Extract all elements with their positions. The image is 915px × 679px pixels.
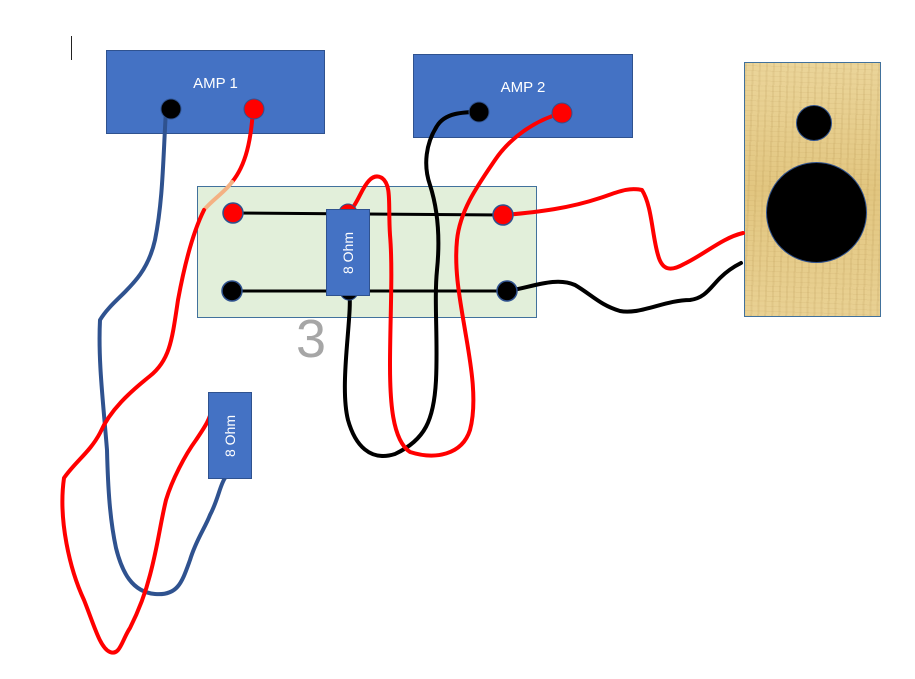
amp1-positive-wire-faded (202, 180, 234, 212)
loose-resistor: 8 Ohm (208, 392, 252, 479)
amp-1-label: AMP 1 (193, 75, 238, 92)
board-terminal-top-right (492, 204, 514, 226)
diagram-number: 3 (296, 309, 327, 369)
board-terminal-bottom-left (221, 280, 243, 302)
amp1-negative-terminal (160, 98, 182, 120)
speaker-cabinet (744, 62, 881, 317)
board-resistor: 8 Ohm (326, 209, 370, 296)
amp-2: AMP 2 (413, 54, 633, 138)
text-cursor (71, 36, 72, 60)
speaker-positive-wire (502, 187, 745, 271)
speaker-negative-wire (505, 261, 743, 314)
amp-2-label: AMP 2 (500, 79, 546, 96)
amp1-positive-wire-lower (60, 208, 214, 655)
amp2-negative-wire (342, 110, 482, 458)
amp2-positive-wire (346, 111, 564, 458)
board-resistor-label: 8 Ohm (340, 231, 356, 274)
board-terminal-top-left (222, 202, 244, 224)
loose-resistor-label: 8 Ohm (222, 414, 238, 457)
tweeter (796, 105, 832, 141)
amp1-positive-wire-upper (230, 108, 255, 184)
amp2-positive-terminal (551, 102, 573, 124)
board-terminal-bottom-right (496, 280, 518, 302)
amp2-negative-terminal (468, 101, 490, 123)
amp-1: AMP 1 (106, 50, 325, 134)
amp1-positive-terminal (243, 98, 265, 120)
amp1-negative-wire (97, 108, 227, 597)
woofer (766, 162, 867, 263)
